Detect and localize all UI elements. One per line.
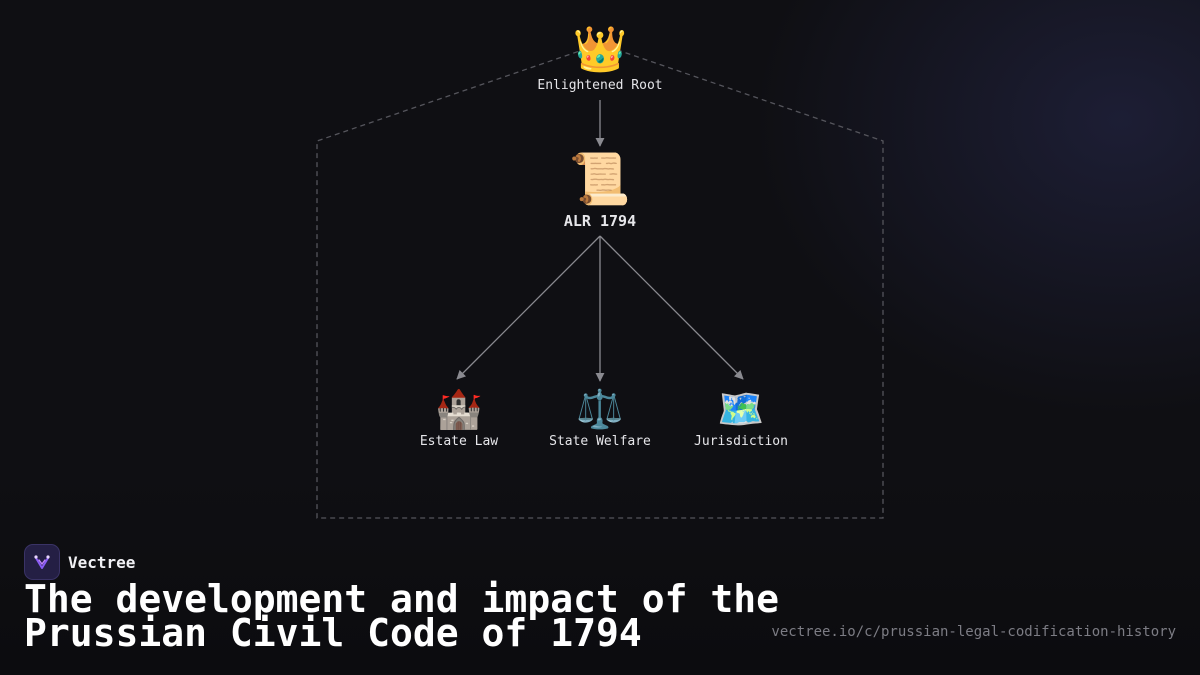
source-url[interactable]: vectree.io/c/prussian-legal-codification… (771, 624, 1176, 640)
scales-icon: ⚖️ (576, 387, 624, 431)
node-label: ALR 1794 (563, 212, 637, 230)
node-estate-law[interactable]: 🏰 Estate Law (420, 390, 498, 449)
title-line-2: Prussian Civil Code of 1794 (24, 611, 642, 655)
node-state-welfare[interactable]: ⚖️ State Welfare (549, 390, 651, 449)
edge-main-to-jurisdiction (599, 235, 744, 380)
castle-icon: 🏰 (435, 387, 483, 431)
node-label: Jurisdiction (694, 434, 788, 449)
house-outline (316, 43, 884, 519)
brand-name: Vectree (68, 552, 136, 572)
node-jurisdiction[interactable]: 🗺️ Jurisdiction (694, 390, 788, 449)
node-enlightened-root[interactable]: 👑 Enlightened Root (537, 24, 663, 94)
edge-main-to-estate-law (456, 235, 601, 380)
crown-icon: 👑 (572, 24, 628, 75)
brand[interactable]: Vectree (24, 544, 135, 580)
title-line-1: The development and impact of the (24, 577, 779, 621)
vectree-logo-icon (24, 544, 60, 580)
node-alr-1794[interactable]: 📜 ALR 1794 (564, 154, 636, 230)
node-label: Enlightened Root (537, 78, 663, 93)
scroll-icon: 📜 (568, 150, 632, 208)
node-label: State Welfare (549, 434, 651, 449)
page-title: The development and impact of the Prussi… (24, 580, 779, 652)
node-label: Estate Law (419, 434, 499, 449)
map-icon: 🗺️ (717, 387, 765, 431)
